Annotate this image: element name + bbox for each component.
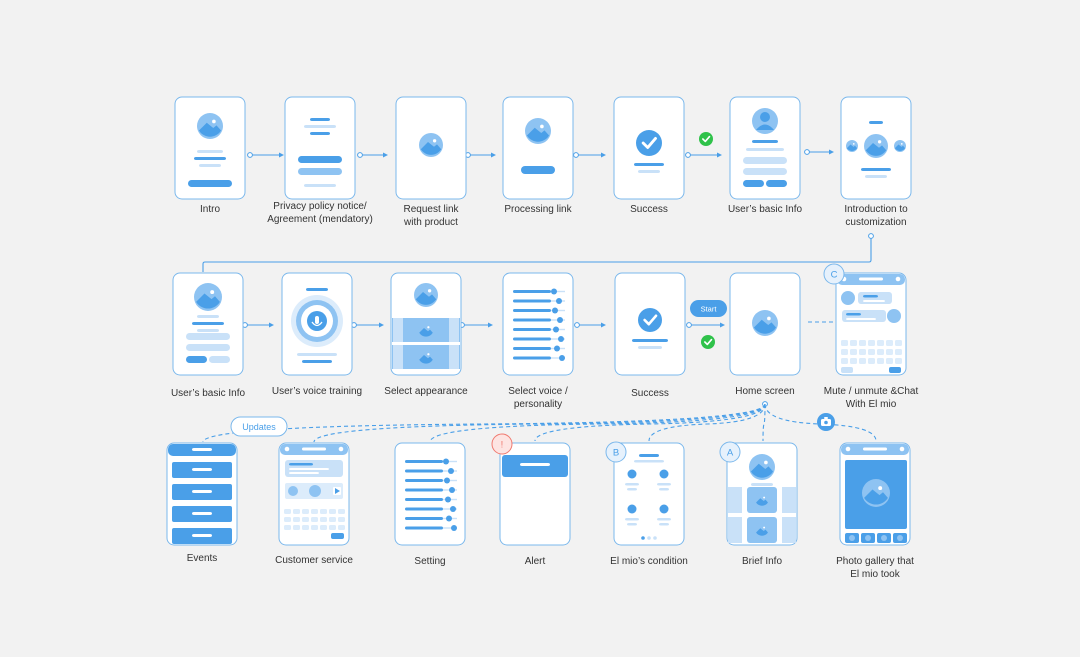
label-voice-training: User’s voice training: [271, 386, 363, 397]
label-intro: Intro: [199, 204, 221, 215]
screen-customization: [840, 96, 912, 200]
label-brief-info: Brief Info: [741, 556, 783, 567]
screen-basic-info-1: [729, 96, 801, 200]
connectors: [202, 149, 877, 443]
screen-privacy: [284, 96, 356, 200]
label-select-voice: Select voice / personality: [508, 386, 568, 410]
screen-alert: [499, 442, 571, 546]
label-basic-info-2: User’s basic Info: [170, 388, 246, 399]
phone-frame: [613, 442, 685, 546]
screen-events: [166, 442, 238, 546]
screen-intro: [174, 96, 246, 200]
updates-label: Updates: [242, 422, 276, 432]
label-success-2: Success: [631, 388, 669, 399]
screen-voice-training: [281, 272, 353, 376]
badge-c-label: C: [831, 270, 838, 281]
camera-icon: [817, 413, 835, 431]
badge-c: C: [823, 263, 845, 285]
check-icon: [699, 132, 713, 146]
badge-b-label: B: [613, 448, 619, 459]
badge-alert-label: !: [501, 440, 504, 451]
label-customer-service: Customer service: [275, 555, 353, 566]
screen-select-voice: [502, 272, 574, 376]
updates-badge: Updates: [230, 416, 288, 437]
label-request-link: Request link with product: [403, 204, 459, 228]
screen-customer-service: [278, 442, 350, 546]
screen-mute-chat: [835, 272, 907, 376]
screen-condition: [613, 442, 685, 546]
label-processing-link: Processing link: [504, 204, 572, 215]
label-customization: Introduction to customization: [844, 204, 908, 228]
avatar: [841, 291, 855, 305]
label-privacy: Privacy policy notice/ Agreement (mendat…: [267, 201, 373, 225]
cta-button: [188, 180, 232, 187]
screen-photo-gallery: [839, 442, 911, 546]
label-success-1: Success: [630, 204, 668, 215]
check-icon: [701, 335, 715, 349]
badge-b: B: [605, 441, 627, 463]
check-icon: [636, 130, 662, 156]
screen-success-2: [614, 272, 686, 376]
label-events: Events: [186, 553, 218, 564]
phone-frame: [502, 96, 574, 200]
screen-brief-info: [726, 442, 798, 546]
label-photo-gallery: Photo gallery that El mio took: [836, 556, 914, 580]
label-home-screen: Home screen: [735, 386, 795, 397]
label-setting: Setting: [414, 556, 446, 567]
screen-home-screen: [729, 272, 801, 376]
phone-frame: [284, 96, 356, 200]
screen-basic-info-2: [172, 272, 244, 376]
badge-a: A: [719, 441, 741, 463]
screen-request-link: [395, 96, 467, 200]
badge-alert: !: [491, 433, 513, 455]
start-label: Start: [701, 305, 718, 314]
check-icon: [638, 308, 662, 332]
label-condition: El mio’s condition: [610, 556, 688, 567]
label-mute-chat: Mute / unmute &Chat With El mio: [823, 386, 919, 410]
screen-select-appearance: [390, 272, 462, 376]
phone-frame: [174, 96, 246, 200]
screen-success-1: [613, 96, 685, 200]
badge-a-label: A: [727, 448, 734, 459]
screen-setting: [394, 442, 466, 546]
screen-processing-link: [502, 96, 574, 200]
progress-pill: [521, 166, 555, 174]
label-basic-info-1: User’s basic Info: [727, 204, 803, 215]
label-select-appearance: Select appearance: [384, 386, 468, 397]
label-alert: Alert: [524, 556, 546, 567]
start-button: Start: [690, 300, 727, 317]
